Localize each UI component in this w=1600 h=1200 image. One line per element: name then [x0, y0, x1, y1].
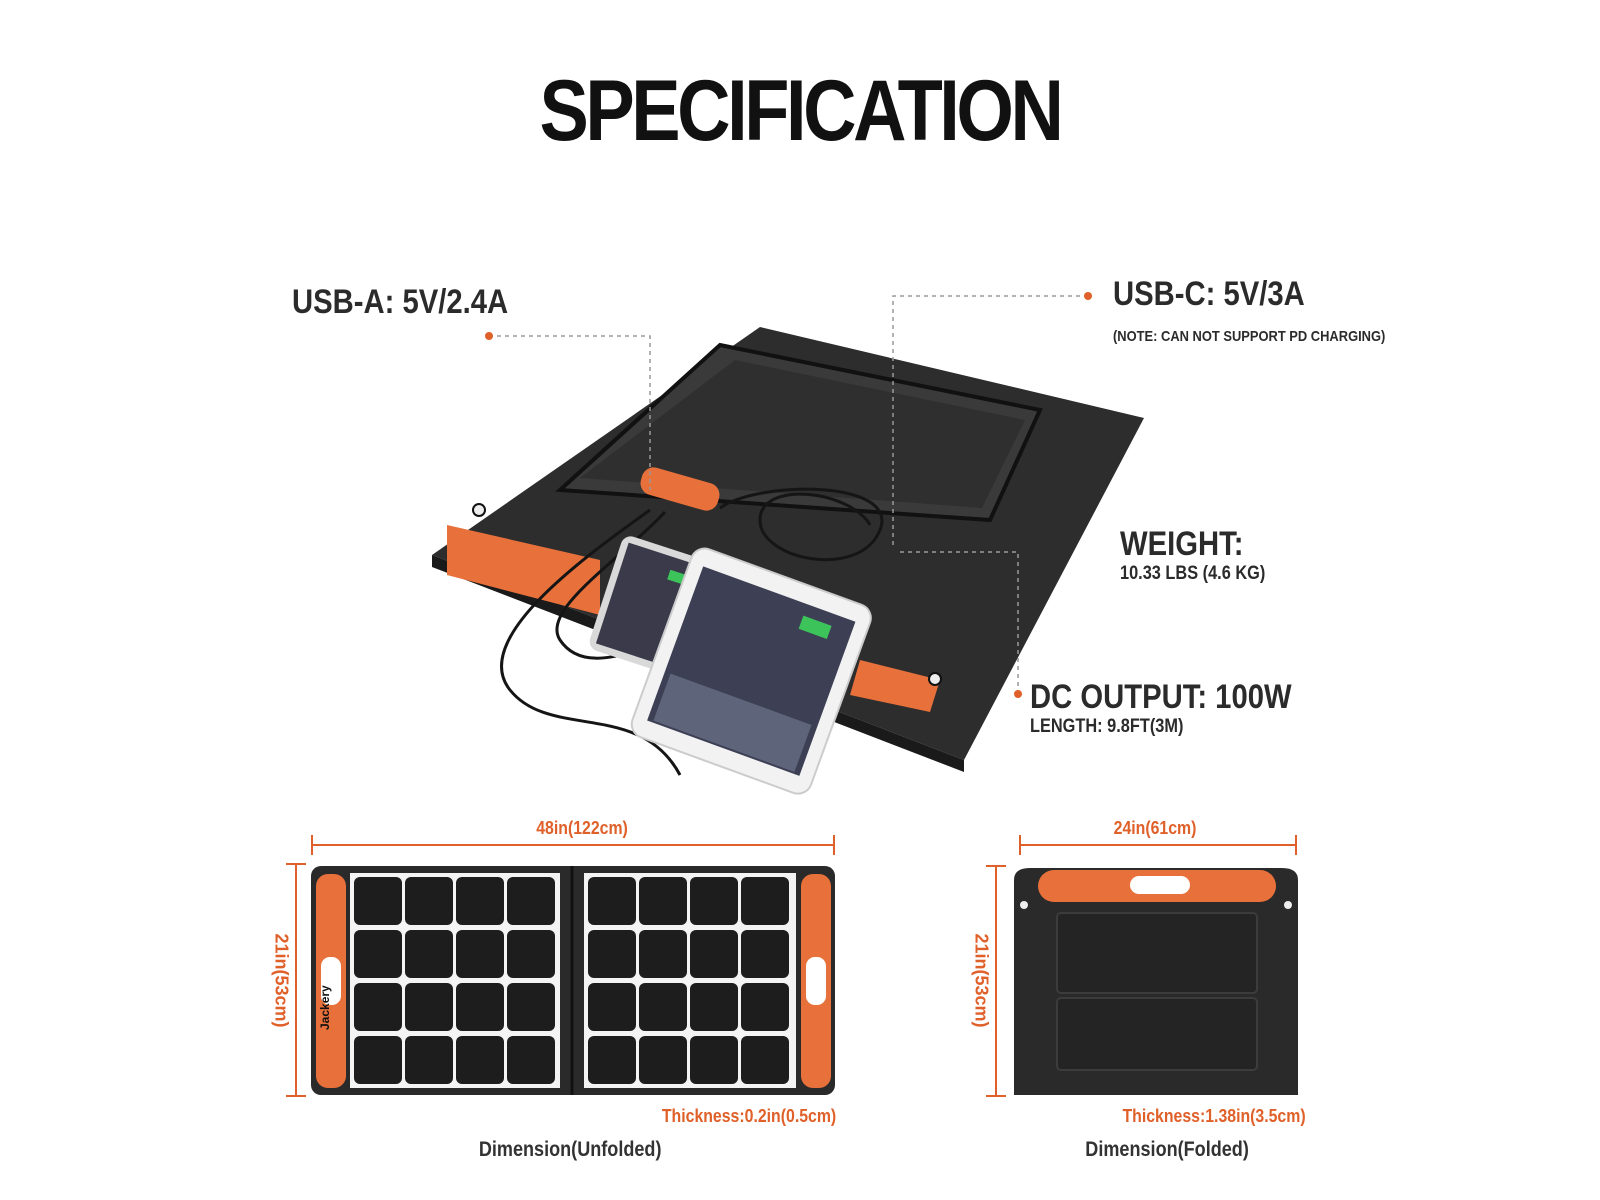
usb-a-label: USB-A: 5V/2.4A [292, 283, 509, 321]
usb-c-label: USB-C: 5V/3A [1113, 275, 1305, 313]
junction-box [640, 467, 720, 511]
leader-dc-dot [1014, 690, 1022, 698]
leader-usb-a-dot [485, 332, 493, 340]
cable-dc [719, 487, 884, 562]
folded-height-label: 21in(53cm) [971, 933, 992, 1028]
dc-length-label: LENGTH: 9.8FT(3M) [1030, 716, 1184, 737]
dc-output-label: DC OUTPUT: 100W [1030, 678, 1292, 716]
leader-usb-c-dot [1084, 292, 1092, 300]
unfolded-caption: Dimension(Unfolded) [478, 1138, 662, 1161]
cable-usb-a [500, 508, 682, 776]
usb-c-note: (NOTE: CAN NOT SUPPORT PD CHARGING) [1113, 328, 1386, 345]
page-title: SPECIFICATION [539, 63, 1064, 159]
unfolded-height-label: 21in(53cm) [271, 933, 292, 1028]
folded-width-label: 24in(61cm) [1113, 818, 1197, 838]
eyelet-right [928, 672, 942, 686]
weight-value: 10.33 LBS (4.6 KG) [1120, 563, 1266, 584]
folded-caption: Dimension(Folded) [1085, 1138, 1249, 1161]
unfolded-thickness-label: Thickness:0.2in(0.5cm) [661, 1106, 837, 1126]
panel-handle-strip-right [850, 660, 940, 712]
brand-logo-text: Jackery [318, 985, 332, 1030]
weight-label: WEIGHT: [1120, 525, 1244, 563]
tablet-device [630, 547, 872, 795]
unfolded-width-label: 48in(122cm) [536, 818, 628, 838]
folded-thickness-label: Thickness:1.38in(3.5cm) [1122, 1106, 1306, 1126]
leader-usb-c [892, 295, 1088, 545]
eyelet-left [472, 503, 486, 517]
panel-handle-strip [447, 525, 600, 615]
kickstand-inner [580, 360, 1025, 508]
leader-usb-a [489, 335, 651, 490]
